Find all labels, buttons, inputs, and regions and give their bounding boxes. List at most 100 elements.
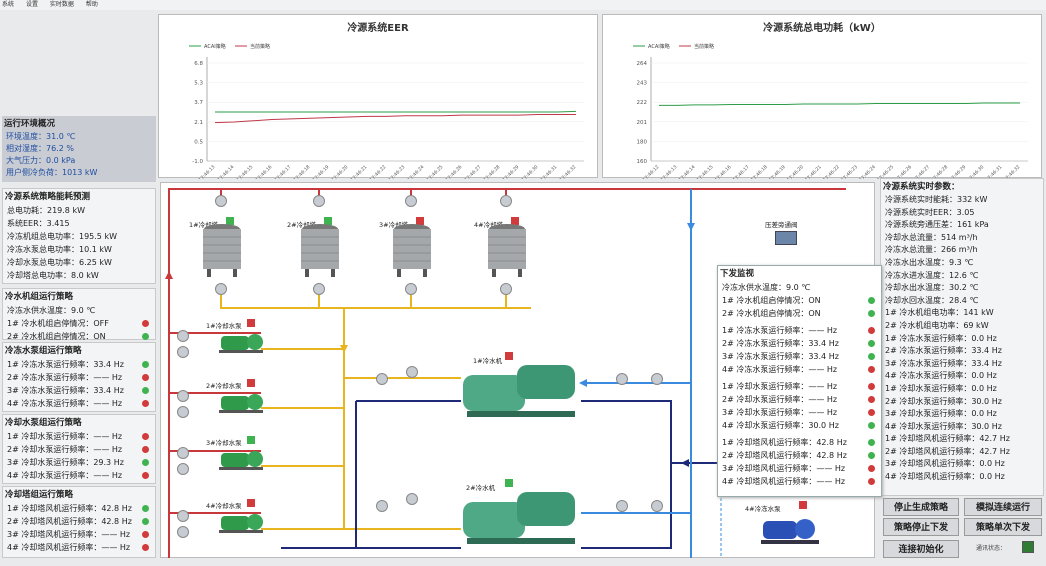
valve-icon[interactable] (651, 373, 663, 385)
valve-icon[interactable] (177, 330, 189, 342)
stop-generate-button[interactable]: 停止生成策略 (883, 498, 959, 516)
tower-status-icon[interactable] (226, 217, 234, 225)
series-line (214, 114, 576, 124)
valve-icon[interactable] (177, 463, 189, 475)
pump-status-icon[interactable] (247, 379, 255, 387)
chwpump-row: 3# 冷冻水泵运行频率：33.4 Hz (3, 384, 155, 397)
x-tick-label: 17:46:23 (840, 164, 859, 179)
valve-icon[interactable] (177, 447, 189, 459)
pump-status-icon[interactable] (247, 319, 255, 327)
valve-icon[interactable] (215, 283, 227, 295)
single-dispatch-button[interactable]: 策略单次下发 (964, 518, 1042, 536)
popup-row: 4# 冷却水泵运行频率：30.0 Hz (718, 419, 881, 432)
chw-pump-icon[interactable] (761, 513, 821, 547)
cooling-tower-icon[interactable] (297, 223, 343, 277)
legend-label: ACAI策略 (648, 43, 670, 50)
valve-icon[interactable] (406, 493, 418, 505)
valve-icon[interactable] (406, 366, 418, 378)
x-tick-label: 17:46:24 (407, 164, 426, 179)
valve-icon[interactable] (651, 500, 663, 512)
y-tick-label: 201 (637, 120, 648, 126)
env-pressure: 大气压力：0.0 kPa (6, 156, 76, 165)
status-dot-icon (142, 374, 149, 381)
realtime-row: 冷冻水总流量：266 m³/h (885, 245, 978, 255)
x-tick-label: 17:46:15 (696, 164, 715, 179)
water-pump-icon[interactable] (219, 508, 265, 534)
cooling-tower-icon[interactable] (389, 223, 435, 277)
valve-icon[interactable] (376, 373, 388, 385)
valve-icon[interactable] (500, 283, 512, 295)
valve-icon[interactable] (376, 500, 388, 512)
water-pump-icon[interactable] (219, 328, 265, 354)
menu-settings[interactable]: 设置 (25, 1, 38, 8)
valve-icon[interactable] (616, 373, 628, 385)
eer-chart-title: 冷源系统EER (347, 23, 409, 34)
valve-icon[interactable] (177, 406, 189, 418)
series-line (659, 102, 1020, 106)
valve-icon[interactable] (313, 195, 325, 207)
realtime-title: 冷源系统实时参数： (883, 182, 960, 192)
cooling-tower-label: 2#冷却塔 (287, 221, 317, 229)
cwpump-row: 2# 冷却水泵运行频率：—— Hz (3, 443, 155, 456)
bypass-valve-label: 压差旁通阀 (765, 221, 798, 229)
bypass-valve-icon[interactable] (775, 231, 797, 245)
stop-dispatch-button[interactable]: 策略停止下发 (883, 518, 959, 536)
valve-icon[interactable] (177, 526, 189, 538)
tower-status-icon[interactable] (511, 217, 519, 225)
tower-status-icon[interactable] (416, 217, 424, 225)
energy-row: 冷冻机组总电功率：195.5 kW (7, 232, 117, 241)
x-tick-label: 17:46:21 (350, 164, 369, 179)
simulate-run-button[interactable]: 模拟连续运行 (964, 498, 1042, 516)
valve-icon[interactable] (500, 195, 512, 207)
valve-icon[interactable] (177, 390, 189, 402)
status-dot-icon (868, 297, 875, 304)
chiller-status-icon[interactable] (505, 352, 513, 360)
y-tick-label: 264 (637, 61, 648, 67)
cooling-tower-label: 4#冷却塔 (474, 221, 504, 229)
cooling-tower-label: 3#冷却塔 (379, 221, 409, 229)
realtime-row: 4# 冷冻水泵运行频率：0.0 Hz (885, 371, 997, 381)
pump-status-icon[interactable] (247, 436, 255, 444)
realtime-row: 冷源系统旁通压差：161 kPa (885, 220, 989, 230)
popup-row: 3# 冷冻水泵运行频率：33.4 Hz (718, 350, 881, 363)
status-dot-icon (868, 409, 875, 416)
popup-row: 冷冻水供水温度：9.0 ℃ (722, 283, 811, 292)
x-tick-label: 17:46:32 (559, 164, 578, 179)
valve-icon[interactable] (177, 346, 189, 358)
realtime-row: 4# 冷却水泵运行频率：30.0 Hz (885, 421, 1002, 431)
x-tick-label: 17:46:13 (660, 164, 679, 179)
menu-help[interactable]: 帮助 (85, 1, 98, 8)
cooling-tower-icon[interactable] (199, 223, 245, 277)
connect-init-button[interactable]: 连接初始化 (883, 540, 959, 558)
cw-pump-label: 1#冷却水泵 (206, 322, 242, 330)
chiller-title: 冷水机组运行策略 (5, 292, 74, 302)
menu-system[interactable]: 系统 (2, 1, 15, 8)
x-tick-label: 17:46:28 (930, 164, 949, 179)
popup-row: 1# 冷却塔风机运行频率：42.8 Hz (718, 436, 881, 449)
valve-icon[interactable] (313, 283, 325, 295)
energy-title: 冷源系统策略能耗预测 (5, 192, 91, 202)
tower-status-icon[interactable] (324, 217, 332, 225)
water-pump-icon[interactable] (219, 445, 265, 471)
status-dot-icon (868, 383, 875, 390)
valve-icon[interactable] (405, 283, 417, 295)
valve-icon[interactable] (177, 510, 189, 522)
popup-row: 3# 冷却水泵运行频率：—— Hz (718, 406, 881, 419)
chiller-icon[interactable] (461, 488, 581, 546)
valve-icon[interactable] (616, 500, 628, 512)
popup-row: 4# 冷冻水泵运行频率：—— Hz (718, 363, 881, 376)
menu-realtime[interactable]: 实时数据 (49, 1, 74, 8)
water-pump-icon[interactable] (219, 388, 265, 414)
valve-icon[interactable] (215, 195, 227, 207)
chiller-status-icon[interactable] (505, 479, 513, 487)
cooling-tower-icon[interactable] (484, 223, 530, 277)
realtime-row: 3# 冷却水泵运行频率：0.0 Hz (885, 409, 997, 419)
series-line (215, 110, 577, 113)
realtime-row: 冷源系统实时EER：3.05 (885, 207, 975, 217)
chiller-icon[interactable] (461, 361, 581, 419)
pump-status-icon[interactable] (799, 501, 807, 509)
realtime-row: 冷却水回水温度：28.4 ℃ (885, 295, 979, 305)
pump-status-icon[interactable] (247, 499, 255, 507)
valve-icon[interactable] (405, 195, 417, 207)
